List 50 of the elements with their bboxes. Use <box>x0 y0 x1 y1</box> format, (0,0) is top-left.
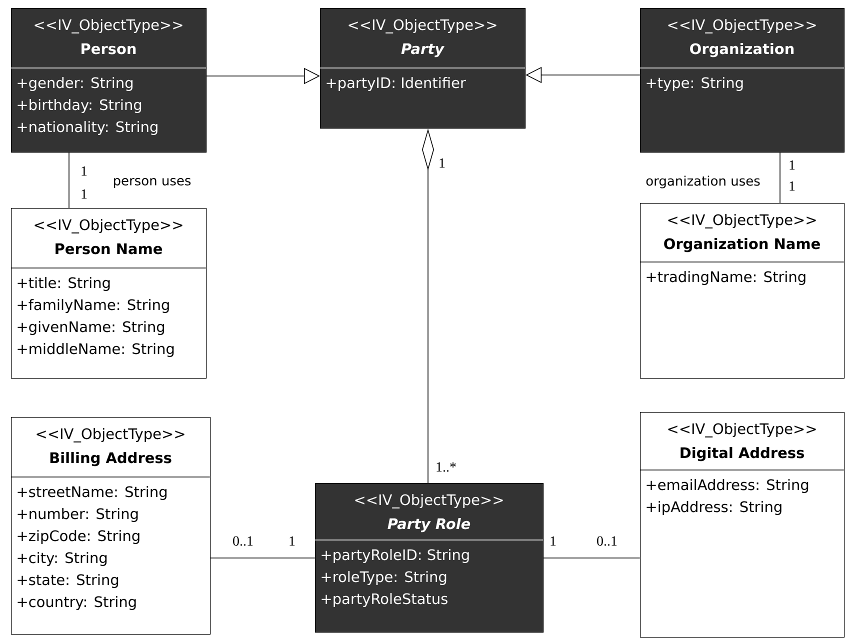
attribute-text: +roleType: String <box>322 570 446 586</box>
stereotype-text: <<IV_ObjectType>> <box>348 18 496 34</box>
class-name: Billing Address <box>50 452 172 466</box>
attribute-text: +state: String <box>18 574 118 588</box>
attribute-text: +emailAddress: String <box>646 478 808 494</box>
attribute-text: +partyID: Identifier <box>326 76 466 92</box>
class-name: Person Name <box>56 243 162 254</box>
multiplicity-label: 0..1 <box>233 536 253 546</box>
attribute-text: +country: String <box>18 596 136 610</box>
stereotype-text: <<IV_ObjectType>> <box>668 18 816 34</box>
stereotype-text: <<IV_ObjectType>> <box>36 428 184 442</box>
multiplicity-label: 1 <box>790 160 795 170</box>
attribute-text: +zipCode: String <box>18 530 140 544</box>
multiplicity-label: 1 <box>82 189 87 199</box>
class-name: Party Role <box>388 518 470 532</box>
attribute-text: +givenName: String <box>18 320 164 336</box>
attribute-text: +ipAddress: String <box>646 500 782 516</box>
attribute-text: +tradingName: String <box>646 270 806 286</box>
multiplicity-label: 1 <box>550 536 556 546</box>
multiplicity-label: 1 <box>790 181 795 191</box>
attribute-text: +familyName: String <box>18 298 169 314</box>
attribute-text: +gender: String <box>18 76 132 92</box>
multiplicity-label: 0..1 <box>597 536 617 546</box>
stereotype-text: <<IV_ObjectType>> <box>668 422 816 438</box>
attribute-text: +title: String <box>18 276 110 292</box>
multiplicity-label: 1 <box>82 166 87 176</box>
stereotype-text: <<IV_ObjectType>> <box>355 494 503 508</box>
edge-label: person uses <box>112 178 192 188</box>
stereotype-text: <<IV_ObjectType>> <box>34 18 182 34</box>
edge-label: organization uses <box>646 176 760 188</box>
attribute-text: +partyRoleStatus <box>322 592 448 608</box>
stereotype-text: <<IV_ObjectType>> <box>668 214 816 228</box>
class-name: Digital Address <box>680 446 804 462</box>
attribute-text: +streetName: String <box>18 486 166 500</box>
attribute-text: +nationality: String <box>18 120 158 136</box>
attribute-text: +number: String <box>18 508 138 522</box>
association-line <box>68 152 70 208</box>
multiplicity-label: 1..* <box>436 462 456 472</box>
multiplicity-label: 1 <box>440 158 445 168</box>
stereotype-text: <<IV_ObjectType>> <box>34 218 182 234</box>
attribute-text: +city: String <box>18 552 107 566</box>
attribute-text: +middleName: String <box>18 342 174 358</box>
multiplicity-label: 1 <box>290 536 295 546</box>
attribute-text: +type: String <box>646 76 743 92</box>
class-name: Party <box>401 43 445 58</box>
attribute-text: +partyRoleID: String <box>322 548 469 564</box>
class-name: Organization Name <box>664 238 820 252</box>
class-name: Person <box>82 43 136 54</box>
class-name: Organization <box>690 42 794 58</box>
attribute-text: +birthday: String <box>18 98 142 114</box>
